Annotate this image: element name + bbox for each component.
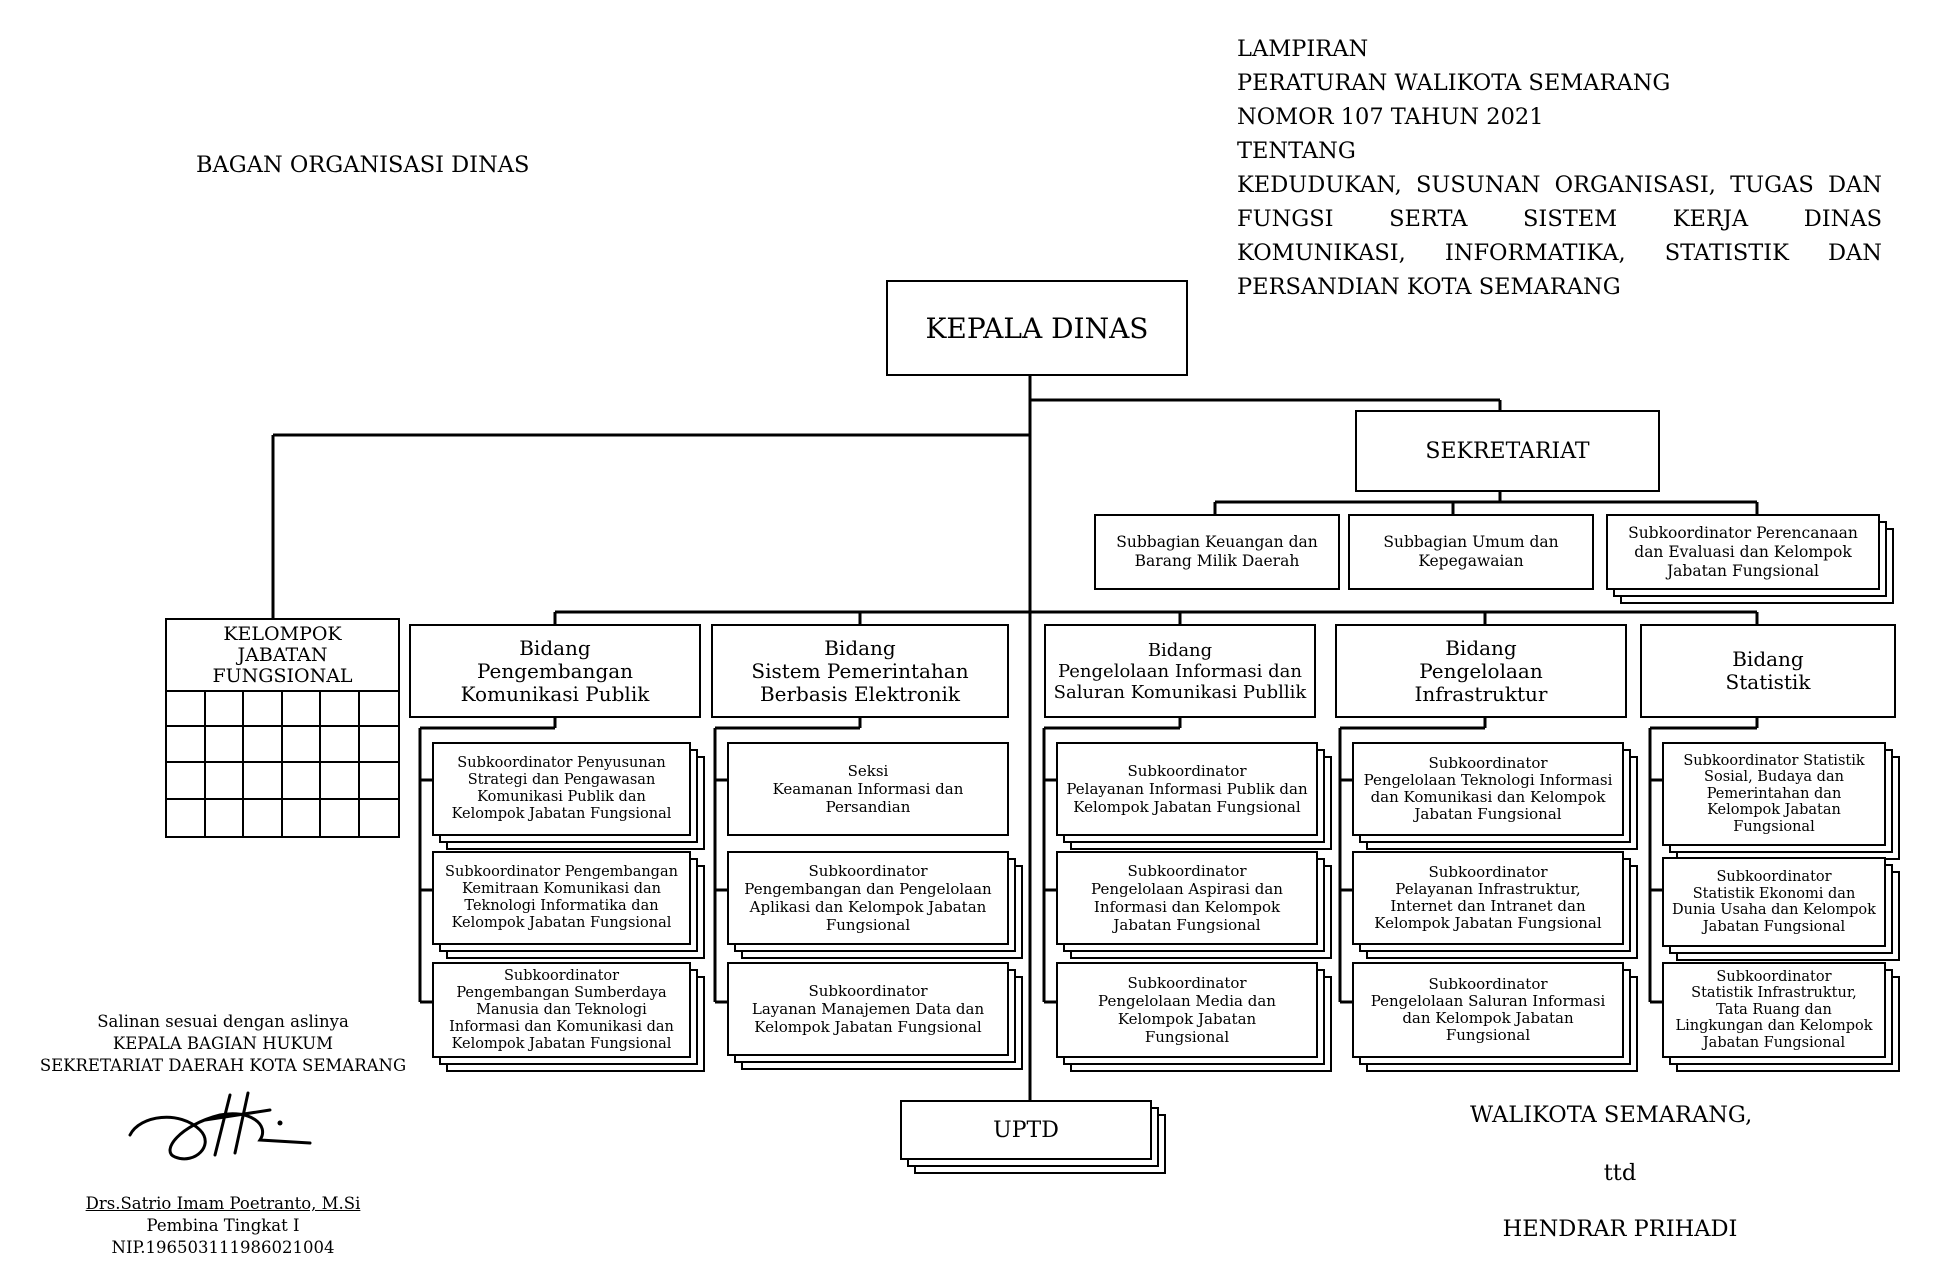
box-label: Subkoordinator Pengelolaan Saluran Infor… [1370, 975, 1606, 1044]
header-line: LAMPIRAN [1237, 36, 1369, 62]
mayor-ttd: ttd [1603, 1160, 1637, 1186]
box-label: Subkoordinator Statistik Sosial, Budaya … [1683, 752, 1865, 835]
header-line: NOMOR 107 TAHUN 2021 [1237, 104, 1544, 130]
unit-box: Subkoordinator Pengembangan dan Pengelol… [727, 851, 1009, 945]
chart-title: BAGAN ORGANISASI DINAS [196, 152, 530, 178]
subkoordinator-perencanaan-box: Subkoordinator Perencanaan dan Evaluasi … [1606, 514, 1880, 590]
box-label: Bidang Pengelolaan Infrastruktur [1414, 635, 1548, 706]
box-label: Subkoordinator Statistik Infrastruktur, … [1675, 968, 1873, 1051]
box-label: Subkoordinator Pengelolaan Aspirasi dan … [1091, 862, 1283, 934]
box-label: UPTD [993, 1117, 1059, 1143]
box-label: KEPALA DINAS [925, 311, 1149, 345]
box-label: Bidang Pengembangan Komunikasi Publik [460, 635, 650, 706]
jabatan-fungsional-grid [165, 690, 400, 838]
certifier-rank: Pembina Tingkat I [146, 1216, 300, 1235]
box-label: Subkoordinator Layanan Manajemen Data da… [751, 982, 985, 1036]
unit-box: Subkoordinator Pengelolaan Media dan Kel… [1056, 962, 1318, 1058]
unit-box: Subkoordinator Statistik Ekonomi dan Dun… [1662, 857, 1886, 947]
box-label: Subkoordinator Pengembangan dan Pengelol… [744, 862, 992, 934]
header-line: PERSANDIAN KOTA SEMARANG [1237, 274, 1621, 300]
unit-box: Subkoordinator Pengembangan Kemitraan Ko… [432, 851, 691, 945]
certification-line: KEPALA BAGIAN HUKUM [112, 1034, 334, 1053]
bidang-informasi-box: Bidang Pengelolaan Informasi dan Saluran… [1044, 624, 1316, 718]
mayor-name: HENDRAR PRIHADI [1502, 1216, 1738, 1242]
uptd-box: UPTD [900, 1100, 1152, 1160]
box-label: Subbagian Keuangan dan Barang Milik Daer… [1116, 533, 1318, 570]
unit-box: Subkoordinator Layanan Manajemen Data da… [727, 962, 1009, 1056]
bidang-infrastruktur-box: Bidang Pengelolaan Infrastruktur [1335, 624, 1627, 718]
box-label: Subkoordinator Perencanaan dan Evaluasi … [1628, 523, 1858, 580]
unit-box: Subkoordinator Statistik Sosial, Budaya … [1662, 742, 1886, 846]
box-label: Subbagian Umum dan Kepegawaian [1383, 533, 1559, 570]
box-label: KELOMPOK JABATAN FUNGSIONAL [212, 622, 353, 687]
box-label: SEKRETARIAT [1425, 438, 1590, 464]
certification-line: SEKRETARIAT DAERAH KOTA SEMARANG [39, 1056, 407, 1075]
unit-box: Subkoordinator Pengelolaan Teknologi Inf… [1352, 742, 1624, 836]
kelompok-jabatan-fungsional-box: KELOMPOK JABATAN FUNGSIONAL [165, 618, 400, 692]
box-label: Bidang Pengelolaan Informasi dan Saluran… [1053, 639, 1307, 703]
certification-line: Salinan sesuai dengan aslinya [97, 1012, 349, 1031]
signature-scribble [128, 1091, 312, 1161]
box-label: Subkoordinator Penyusunan Strategi dan P… [451, 755, 672, 822]
box-label: Subkoordinator Pelayanan Infrastruktur, … [1374, 863, 1602, 932]
box-label: Bidang Statistik [1725, 647, 1811, 694]
box-label: Subkoordinator Pelayanan Informasi Publi… [1066, 762, 1308, 816]
bidang-spbe-box: Bidang Sistem Pemerintahan Berbasis Elek… [711, 624, 1009, 718]
sekretariat-box: SEKRETARIAT [1355, 410, 1660, 492]
unit-box: Subkoordinator Statistik Infrastruktur, … [1662, 962, 1886, 1058]
header-line: KOMUNIKASI, INFORMATIKA, STATISTIK DAN [1237, 240, 1882, 266]
subbagian-umum-box: Subbagian Umum dan Kepegawaian [1348, 514, 1594, 590]
seksi-keamanan-box: Seksi Keamanan Informasi dan Persandian [727, 742, 1009, 836]
header-line: PERATURAN WALIKOTA SEMARANG [1237, 70, 1671, 96]
box-label: Subkoordinator Pengembangan Kemitraan Ko… [445, 864, 678, 931]
header-line: FUNGSI SERTA SISTEM KERJA DINAS [1237, 206, 1882, 232]
box-label: Subkoordinator Pengembangan Sumberdaya M… [449, 967, 674, 1052]
box-label: Subkoordinator Pengelolaan Media dan Kel… [1098, 974, 1276, 1046]
unit-box: Subkoordinator Penyusunan Strategi dan P… [432, 742, 691, 836]
unit-box: Subkoordinator Pelayanan Infrastruktur, … [1352, 851, 1624, 945]
unit-box: Subkoordinator Pelayanan Informasi Publi… [1056, 742, 1318, 836]
header-line: KEDUDUKAN, SUSUNAN ORGANISASI, TUGAS DAN [1237, 172, 1882, 198]
mayor-title: WALIKOTA SEMARANG, [1470, 1102, 1753, 1128]
box-label: Subkoordinator Statistik Ekonomi dan Dun… [1672, 869, 1876, 935]
header-line: TENTANG [1237, 138, 1356, 164]
certifier-nip: NIP.196503111986021004 [111, 1238, 335, 1257]
box-label: Subkoordinator Pengelolaan Teknologi Inf… [1363, 754, 1613, 823]
kepala-dinas-box: KEPALA DINAS [886, 280, 1188, 376]
subbagian-keuangan-box: Subbagian Keuangan dan Barang Milik Daer… [1094, 514, 1340, 590]
bidang-statistik-box: Bidang Statistik [1640, 624, 1896, 718]
unit-box: Subkoordinator Pengelolaan Aspirasi dan … [1056, 851, 1318, 945]
box-label: Bidang Sistem Pemerintahan Berbasis Elek… [751, 635, 969, 706]
certifier-name: Drs.Satrio Imam Poetranto, M.Si [85, 1194, 361, 1213]
unit-box: Subkoordinator Pengembangan Sumberdaya M… [432, 962, 691, 1058]
box-label: Seksi Keamanan Informasi dan Persandian [772, 762, 964, 816]
unit-box: Subkoordinator Pengelolaan Saluran Infor… [1352, 962, 1624, 1058]
bidang-komunikasi-publik-box: Bidang Pengembangan Komunikasi Publik [409, 624, 701, 718]
